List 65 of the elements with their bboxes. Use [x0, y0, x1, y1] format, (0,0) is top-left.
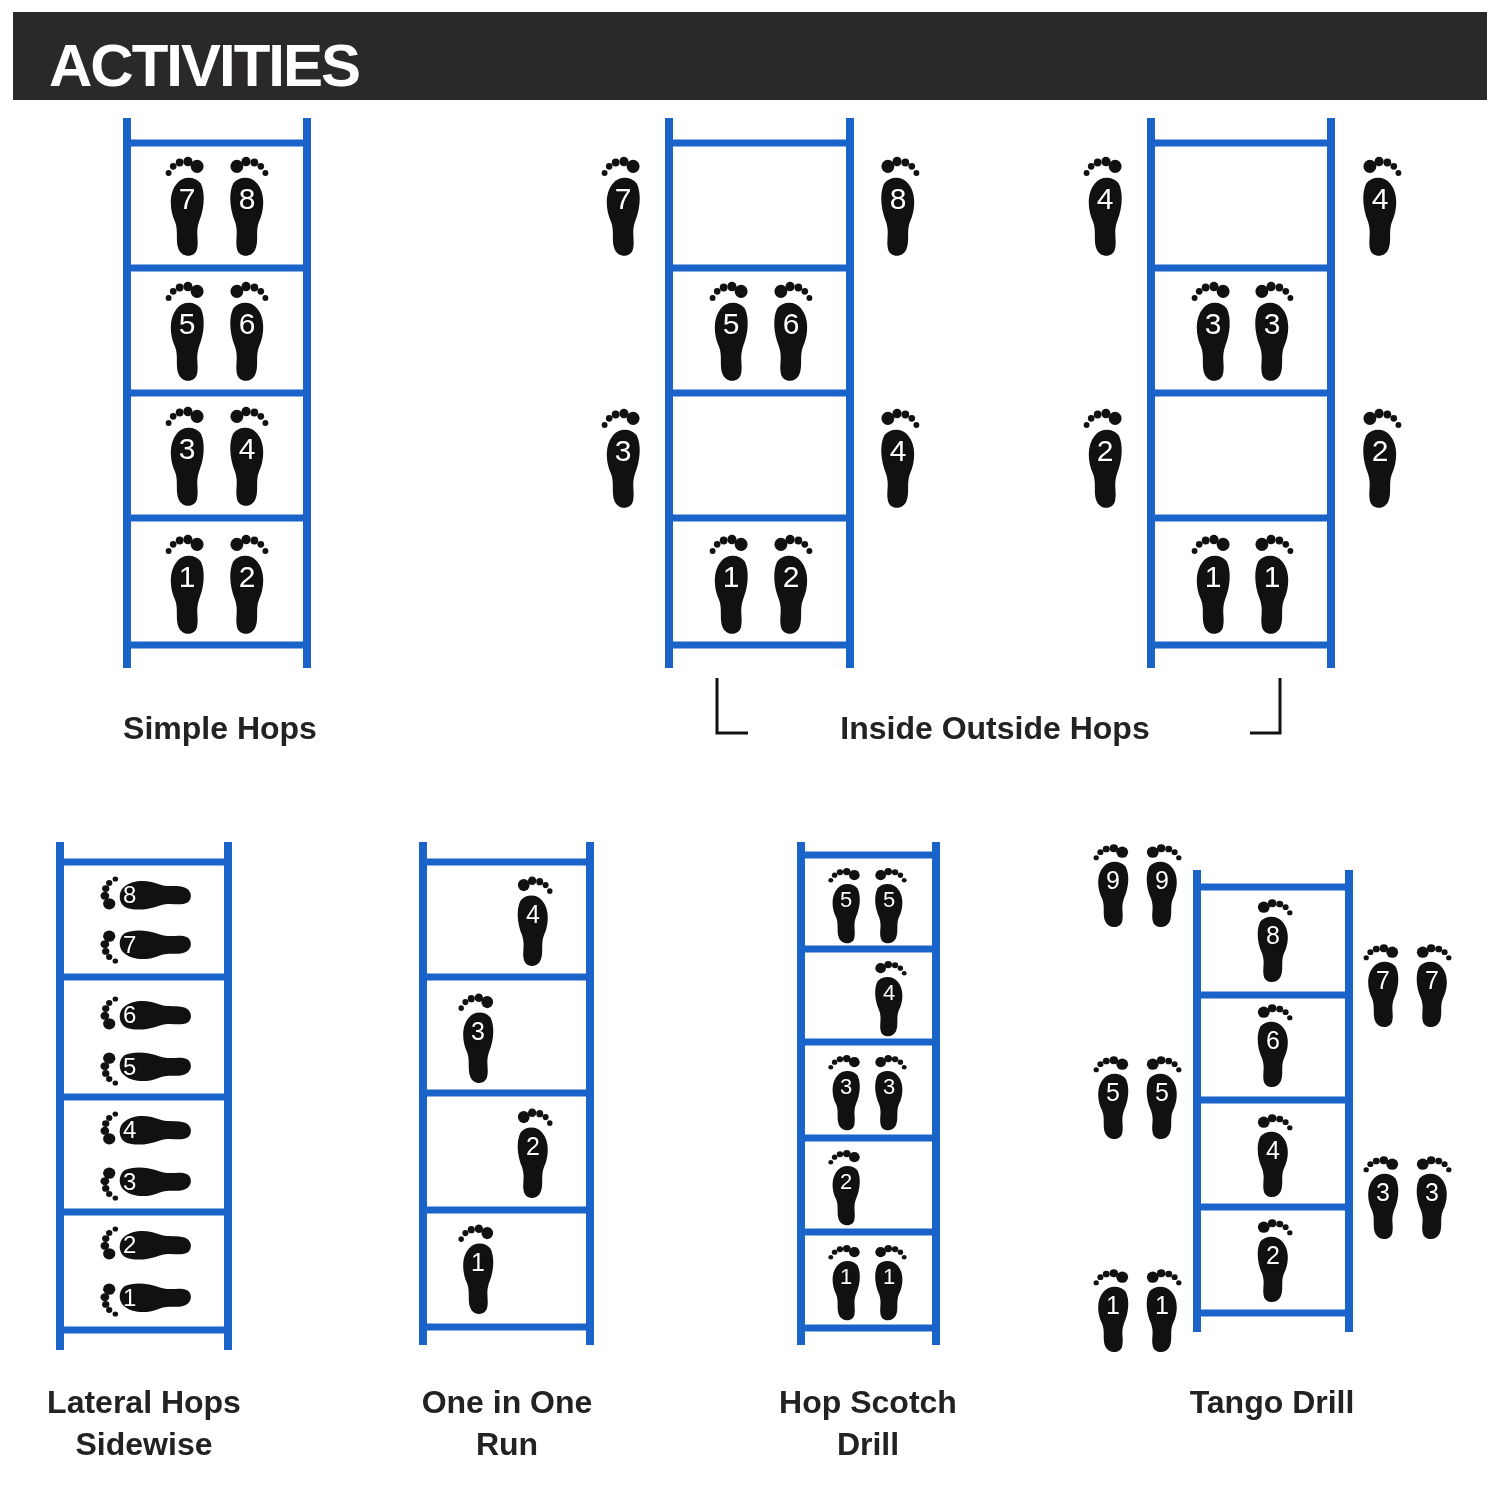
- step-number: 6: [782, 308, 800, 339]
- step-number: 5: [882, 889, 896, 912]
- step-number: 9: [1155, 867, 1169, 893]
- step-number: 4: [1266, 1137, 1280, 1163]
- drill-caption: Hop Scotch Drill: [778, 1383, 958, 1464]
- step-number: 7: [1376, 967, 1390, 993]
- step-number: 1: [1204, 561, 1222, 592]
- title: ACTIVITIES: [49, 31, 360, 101]
- step-number: 7: [614, 183, 632, 214]
- step-number: 1: [122, 1286, 137, 1310]
- step-number: 2: [839, 1171, 853, 1194]
- step-number: 8: [889, 183, 907, 214]
- step-number: 5: [722, 308, 740, 339]
- step-number: 6: [122, 1003, 137, 1027]
- step-number: 3: [471, 1018, 485, 1044]
- step-number: 4: [1096, 183, 1114, 214]
- step-number: 3: [1425, 1179, 1439, 1205]
- drill-caption: Tango Drill: [1188, 1383, 1356, 1422]
- step-number: 5: [178, 308, 196, 339]
- step-number: 3: [1263, 308, 1281, 339]
- step-number: 7: [122, 933, 137, 957]
- step-number: 1: [178, 561, 196, 592]
- step-number: 4: [882, 982, 896, 1005]
- step-number: 9: [1106, 867, 1120, 893]
- step-number: 1: [471, 1249, 485, 1275]
- step-number: 8: [122, 883, 137, 907]
- step-number: 1: [1263, 561, 1281, 592]
- step-number: 2: [1096, 435, 1114, 466]
- step-number: 2: [238, 561, 256, 592]
- step-number: 2: [526, 1133, 540, 1159]
- step-number: 7: [1425, 967, 1439, 993]
- step-number: 3: [178, 433, 196, 464]
- step-number: 4: [889, 435, 907, 466]
- step-number: 1: [1155, 1292, 1169, 1318]
- step-number: 1: [839, 1266, 853, 1289]
- step-number: 7: [178, 183, 196, 214]
- step-number: 1: [882, 1266, 896, 1289]
- step-number: 5: [122, 1055, 137, 1079]
- step-number: 3: [839, 1076, 853, 1099]
- drill-caption: Lateral Hops Sidewise: [46, 1383, 242, 1464]
- step-number: 1: [722, 561, 740, 592]
- step-number: 4: [1371, 183, 1389, 214]
- step-number: 5: [839, 889, 853, 912]
- step-number: 2: [1371, 435, 1389, 466]
- step-number: 3: [614, 435, 632, 466]
- step-number: 2: [782, 561, 800, 592]
- step-number: 6: [1266, 1027, 1280, 1053]
- step-number: 5: [1106, 1079, 1120, 1105]
- drill-caption: Inside Outside Hops: [839, 709, 1151, 748]
- step-number: 3: [122, 1170, 137, 1194]
- step-number: 3: [882, 1076, 896, 1099]
- step-number: 3: [1376, 1179, 1390, 1205]
- step-number: 4: [122, 1118, 137, 1142]
- step-number: 6: [238, 308, 256, 339]
- step-number: 4: [526, 901, 540, 927]
- step-number: 2: [1266, 1242, 1280, 1268]
- step-number: 1: [1106, 1292, 1120, 1318]
- drill-caption: One in One Run: [420, 1383, 594, 1464]
- step-number: 2: [122, 1233, 137, 1257]
- step-number: 8: [238, 183, 256, 214]
- step-number: 3: [1204, 308, 1222, 339]
- step-number: 8: [1266, 922, 1280, 948]
- step-number: 4: [238, 433, 256, 464]
- drill-caption: Simple Hops: [122, 709, 318, 748]
- step-number: 5: [1155, 1079, 1169, 1105]
